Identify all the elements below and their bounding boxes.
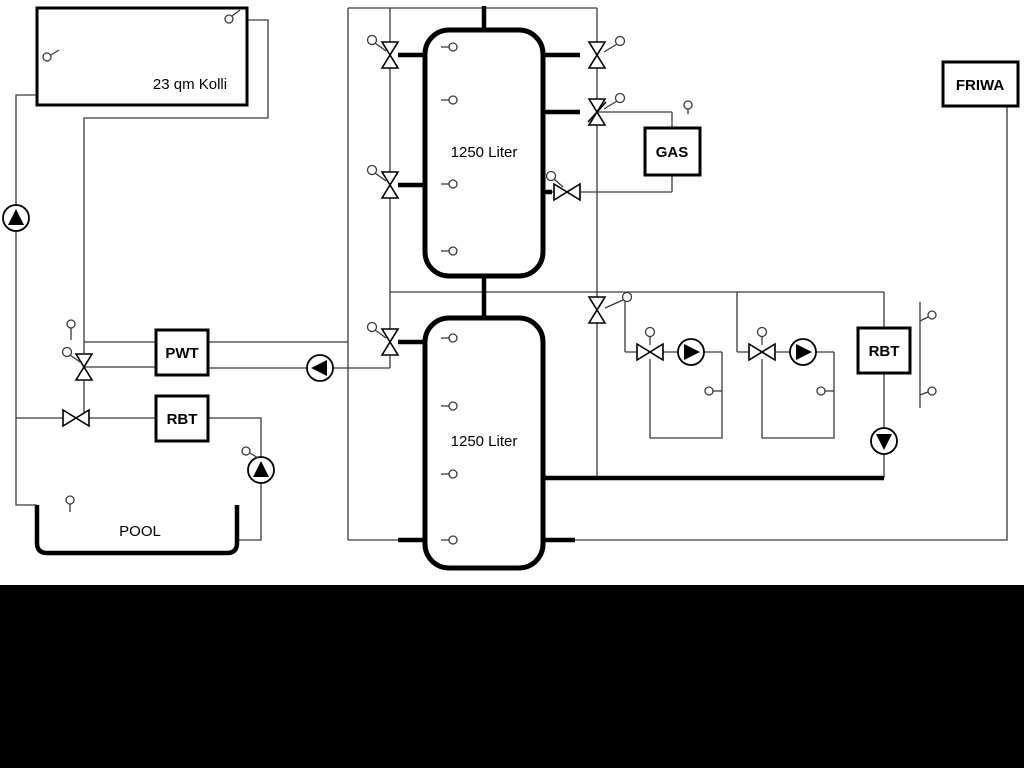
rbt-right-label: RBT bbox=[869, 343, 900, 360]
temperature-sensor-icon bbox=[42, 49, 60, 62]
pwt-heat-exchanger: PWT bbox=[154, 328, 210, 377]
pool-basin: POOL bbox=[34, 495, 240, 556]
three-way-valve-icon bbox=[545, 170, 581, 202]
rbt-left-label: RBT bbox=[167, 411, 198, 428]
pump-icon bbox=[306, 354, 334, 382]
pump-icon bbox=[247, 456, 275, 484]
tank-bottom-label: 1250 Liter bbox=[451, 433, 518, 450]
three-way-valve-icon bbox=[636, 326, 664, 362]
pool-label: POOL bbox=[119, 523, 161, 540]
friwa-label: FRIWA bbox=[956, 77, 1004, 94]
temperature-sensor-icon bbox=[919, 310, 937, 322]
temperature-sensor-icon bbox=[441, 246, 458, 256]
three-way-valve-icon bbox=[587, 291, 633, 324]
three-way-valve-icon bbox=[366, 321, 400, 356]
gas-label: GAS bbox=[656, 144, 689, 161]
temperature-sensor-icon bbox=[66, 319, 76, 340]
temperature-sensor-icon bbox=[816, 386, 834, 396]
pump-icon bbox=[677, 338, 705, 366]
temperature-sensor-icon bbox=[441, 401, 458, 411]
pump-icon bbox=[870, 427, 898, 455]
temperature-sensor-icon bbox=[441, 179, 458, 189]
rbt-left-unit: RBT bbox=[154, 394, 210, 443]
temperature-sensor-icon bbox=[441, 95, 458, 105]
three-way-valve-icon bbox=[748, 326, 776, 362]
three-way-valve-icon bbox=[366, 34, 400, 69]
temperature-sensor-icon bbox=[704, 386, 722, 396]
pump-icon bbox=[2, 204, 30, 232]
pump-icon bbox=[789, 338, 817, 366]
temperature-sensor-icon bbox=[441, 469, 458, 479]
shutoff-valve-icon bbox=[62, 408, 90, 428]
collector-label: 23 qm Kolli bbox=[153, 76, 227, 93]
buffer-tank-bottom: 1250 Liter bbox=[422, 315, 546, 571]
temperature-sensor-icon bbox=[683, 100, 693, 114]
gas-boiler: GAS bbox=[643, 126, 702, 177]
three-way-valve-icon bbox=[61, 346, 94, 381]
friwa-module: FRIWA bbox=[941, 60, 1020, 108]
pwt-label: PWT bbox=[165, 345, 198, 362]
temperature-sensor-icon bbox=[65, 495, 75, 512]
temperature-sensor-icon bbox=[441, 535, 458, 545]
piping-thick bbox=[398, 6, 884, 543]
buffer-tank-top: 1250 Liter bbox=[422, 27, 546, 279]
temperature-sensor-icon bbox=[441, 42, 458, 52]
solar-collector: 23 qm Kolli bbox=[35, 6, 249, 107]
tank-top-label: 1250 Liter bbox=[451, 144, 518, 161]
temperature-sensor-icon bbox=[241, 446, 259, 459]
temperature-sensor-icon bbox=[224, 9, 241, 24]
three-way-valve-icon bbox=[587, 35, 626, 69]
footer-band bbox=[0, 585, 1024, 768]
check-valve-icon bbox=[587, 92, 626, 126]
temperature-sensor-icon bbox=[919, 386, 937, 396]
temperature-sensor-icon bbox=[441, 333, 458, 343]
rbt-right-unit: RBT bbox=[856, 326, 912, 375]
three-way-valve-icon bbox=[366, 164, 400, 199]
